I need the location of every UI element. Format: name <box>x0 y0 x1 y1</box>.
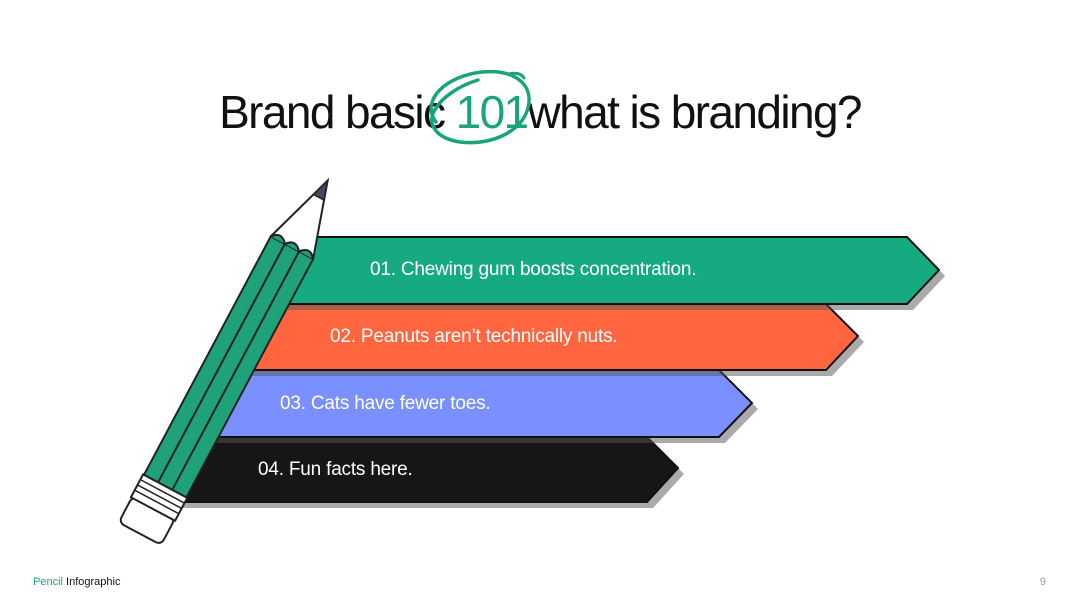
footer-brand: Pencil <box>33 576 63 588</box>
page-number: 9 <box>1039 576 1046 588</box>
step-arrow-1 <box>280 236 945 310</box>
slide-title: Brand basic 101what is branding? <box>0 84 1080 140</box>
title-highlight: 101 <box>455 86 530 138</box>
step-arrow-4 <box>164 436 684 508</box>
step-arrow-2 <box>236 303 864 376</box>
step-label-3: 03. Cats have fewer toes. <box>280 393 491 414</box>
pencil-icon <box>119 177 330 544</box>
step-label-4: 04. Fun facts here. <box>258 459 413 480</box>
footer-title: Pencil Infographic <box>33 576 120 588</box>
step-label-1: 01. Chewing gum boosts concentration. <box>370 259 697 280</box>
step-arrow-3 <box>194 369 758 443</box>
title-before: Brand basic <box>219 86 446 138</box>
hand-drawn-circle-icon <box>429 69 531 145</box>
footer-section: Infographic <box>66 576 121 588</box>
step-label-2: 02. Peanuts aren’t technically nuts. <box>330 326 618 347</box>
title-after: what is branding? <box>527 86 863 138</box>
